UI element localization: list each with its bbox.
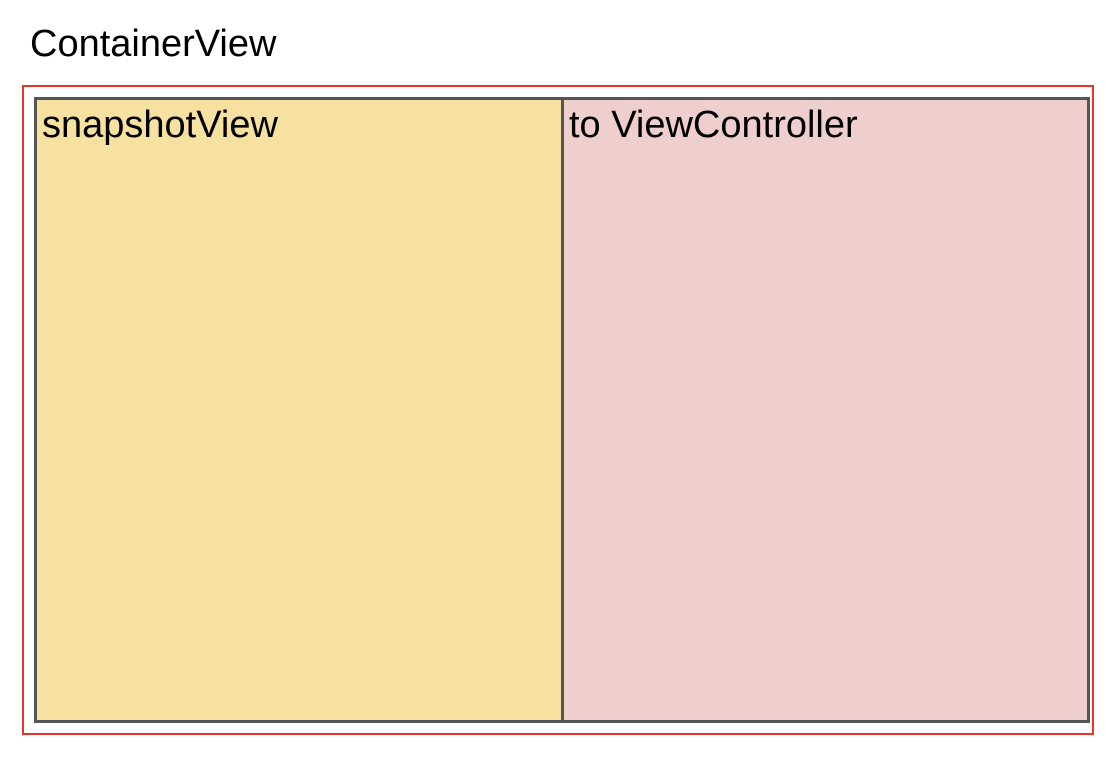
container-view-children: snapshotView to ViewController: [34, 97, 1090, 723]
page-title: ContainerView: [30, 23, 277, 65]
container-view-frame: [22, 85, 1094, 735]
snapshot-view-panel[interactable]: snapshotView: [37, 100, 564, 720]
snapshot-view-label: snapshotView: [42, 104, 278, 146]
to-view-controller-panel[interactable]: to ViewController: [564, 100, 1087, 720]
to-view-controller-label: to ViewController: [569, 104, 858, 146]
